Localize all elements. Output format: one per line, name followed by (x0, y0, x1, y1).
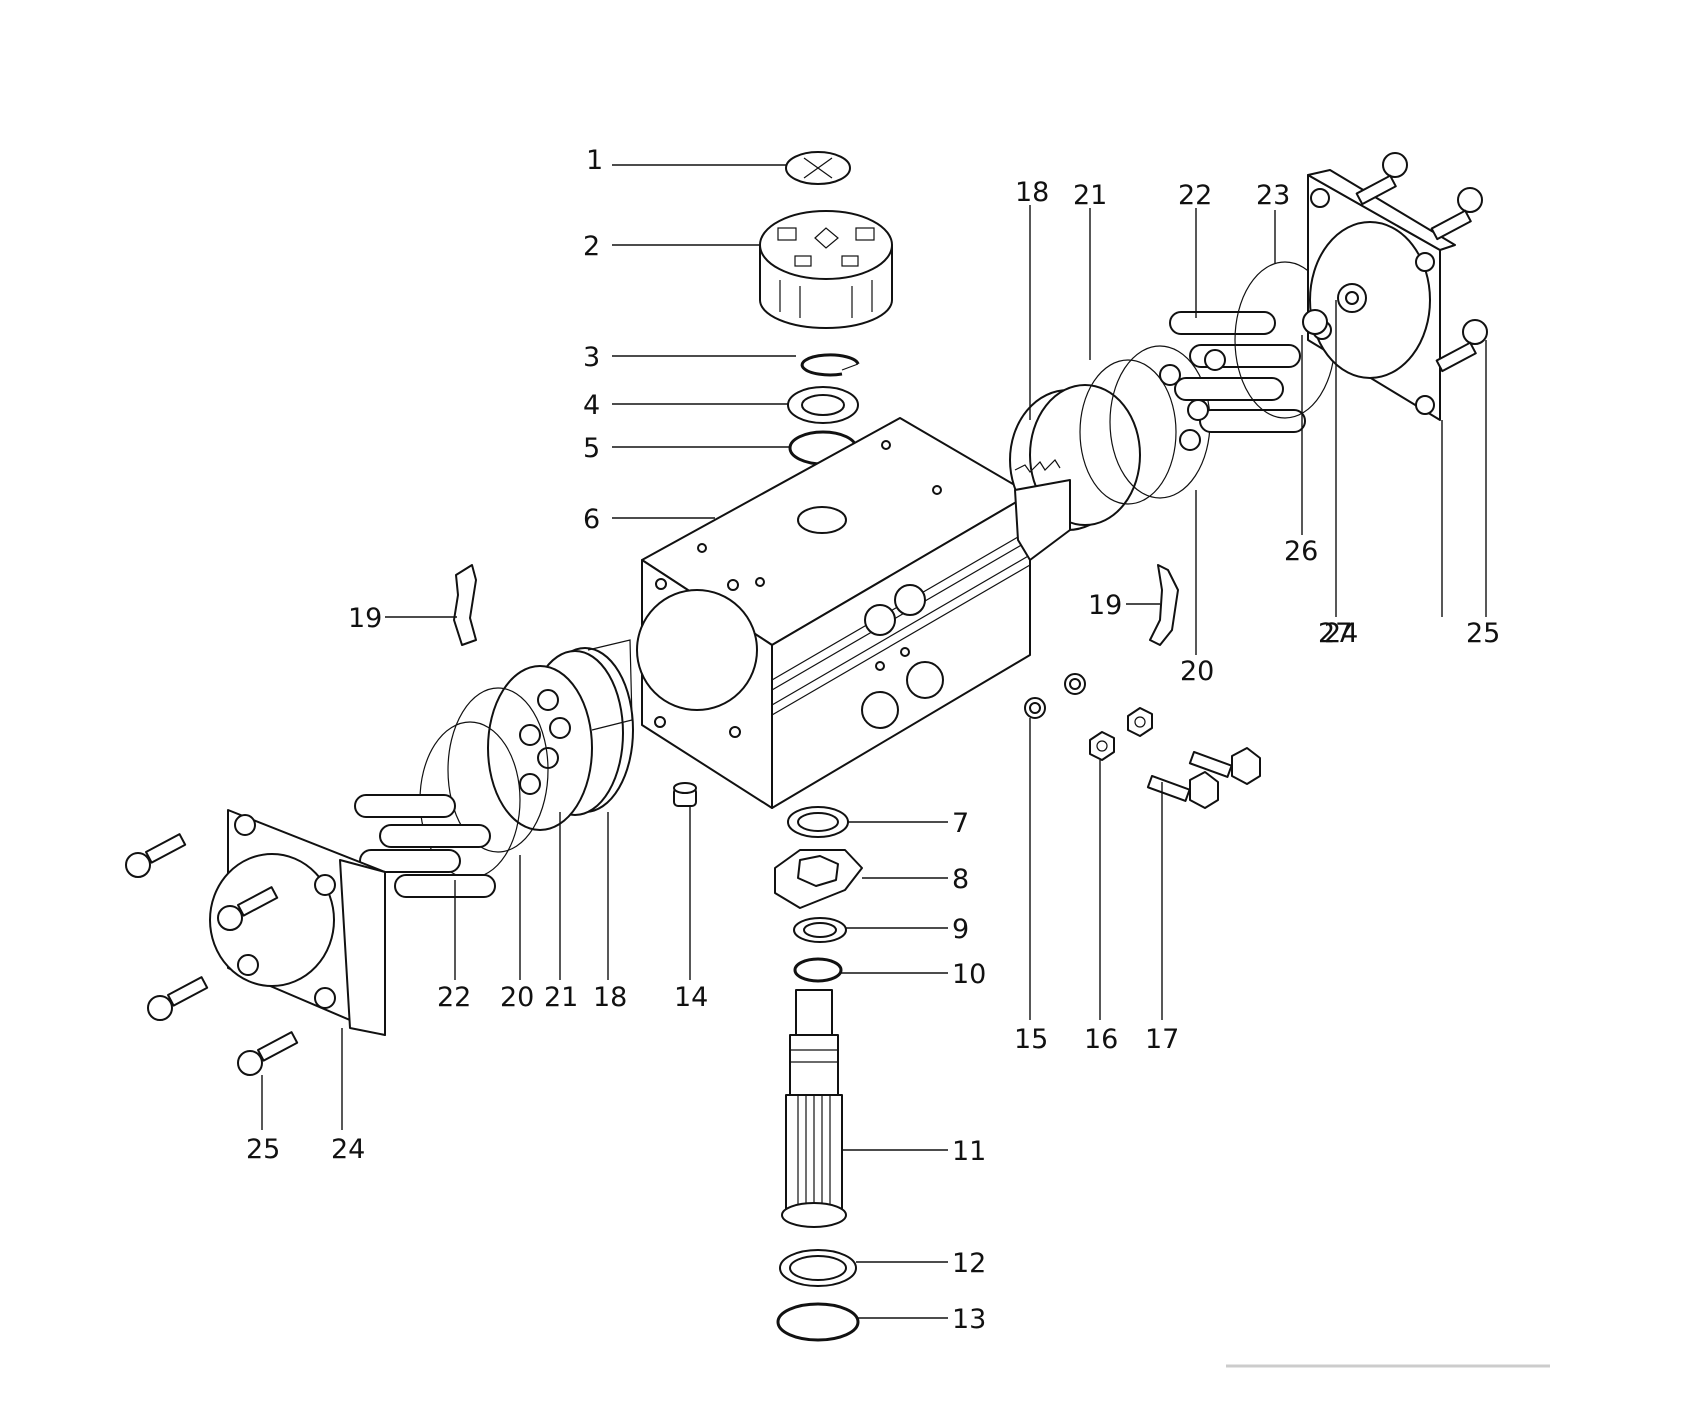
callout-24-right: 24 (1324, 618, 1358, 649)
callout-22-right: 22 (1178, 180, 1212, 211)
part-16-hex-nuts (1089, 707, 1153, 761)
part-6-actuator-housing (636, 417, 1031, 809)
callout-16: 16 (1084, 1024, 1118, 1055)
part-13-o-ring (776, 1302, 860, 1342)
part-26-piston-nut (1302, 309, 1328, 335)
part-27-adjustment-screw (1337, 283, 1367, 313)
part-15-washers (1024, 673, 1086, 719)
callout-12: 12 (952, 1248, 986, 1279)
callout-25-right: 25 (1466, 618, 1500, 649)
part-10-o-ring (793, 957, 843, 983)
callout-24-left: 24 (331, 1134, 365, 1165)
callout-15: 15 (1014, 1024, 1048, 1055)
callout-27: 27 (1318, 618, 1352, 649)
part-4-washer (787, 386, 859, 424)
callout-11: 11 (952, 1136, 986, 1167)
callout-4: 4 (583, 390, 600, 421)
part-19-left-stop-bolt-clip (453, 564, 477, 646)
callout-21-left: 21 (544, 982, 578, 1013)
part-1-indicator-disc (785, 151, 851, 185)
callout-5: 5 (583, 433, 600, 464)
part-21-right-o-ring (1079, 359, 1177, 505)
part-18-left-piston (487, 639, 634, 831)
callout-22-left: 22 (437, 982, 471, 1013)
callout-20-right: 20 (1180, 656, 1214, 687)
callout-20-left: 20 (500, 982, 534, 1013)
callout-23: 23 (1256, 180, 1290, 211)
callout-6: 6 (583, 504, 600, 535)
callout-3: 3 (583, 342, 600, 373)
leader-lines (261, 164, 1487, 1319)
callout-21-right: 21 (1073, 180, 1107, 211)
callout-18-right: 18 (1015, 177, 1049, 208)
part-17-stop-bolts (1146, 747, 1261, 809)
callout-8: 8 (952, 864, 969, 895)
callout-13: 13 (952, 1304, 986, 1335)
part-11-pinion-shaft (781, 989, 847, 1228)
callout-14: 14 (674, 982, 708, 1013)
callout-25-left: 25 (246, 1134, 280, 1165)
callout-17: 17 (1145, 1024, 1179, 1055)
part-19-right-stop-bolt-clip (1149, 564, 1179, 646)
callout-labels: 1 2 3 4 5 6 7 8 9 10 11 12 13 14 15 16 1… (246, 145, 1500, 1335)
part-2-position-indicator-cap (759, 210, 893, 329)
callout-19-right: 19 (1088, 590, 1122, 621)
callout-1: 1 (586, 145, 603, 176)
callout-10: 10 (952, 959, 986, 990)
part-24-left-end-cap (209, 809, 386, 1036)
callout-19-left: 19 (348, 603, 382, 634)
part-9-bushing (793, 917, 847, 943)
callout-7: 7 (952, 808, 969, 839)
part-14-plug (673, 782, 697, 807)
part-7-washer (787, 806, 849, 838)
part-18-right-piston (1009, 384, 1141, 561)
part-21-left-o-ring (447, 687, 549, 853)
callout-9: 9 (952, 914, 969, 945)
part-8-cam (774, 849, 863, 909)
part-22-left-springs (354, 794, 496, 898)
callout-26: 26 (1284, 536, 1318, 567)
part-12-bearing-ring (779, 1249, 857, 1287)
callout-2: 2 (583, 231, 600, 262)
part-22-right-springs (1159, 311, 1306, 451)
callout-18-left: 18 (593, 982, 627, 1013)
part-25-right-cap-screws (1355, 152, 1488, 373)
part-24-right-end-cap (1307, 169, 1456, 421)
part-3-circlip (800, 353, 860, 377)
part-25-left-cap-screws (125, 833, 299, 1076)
